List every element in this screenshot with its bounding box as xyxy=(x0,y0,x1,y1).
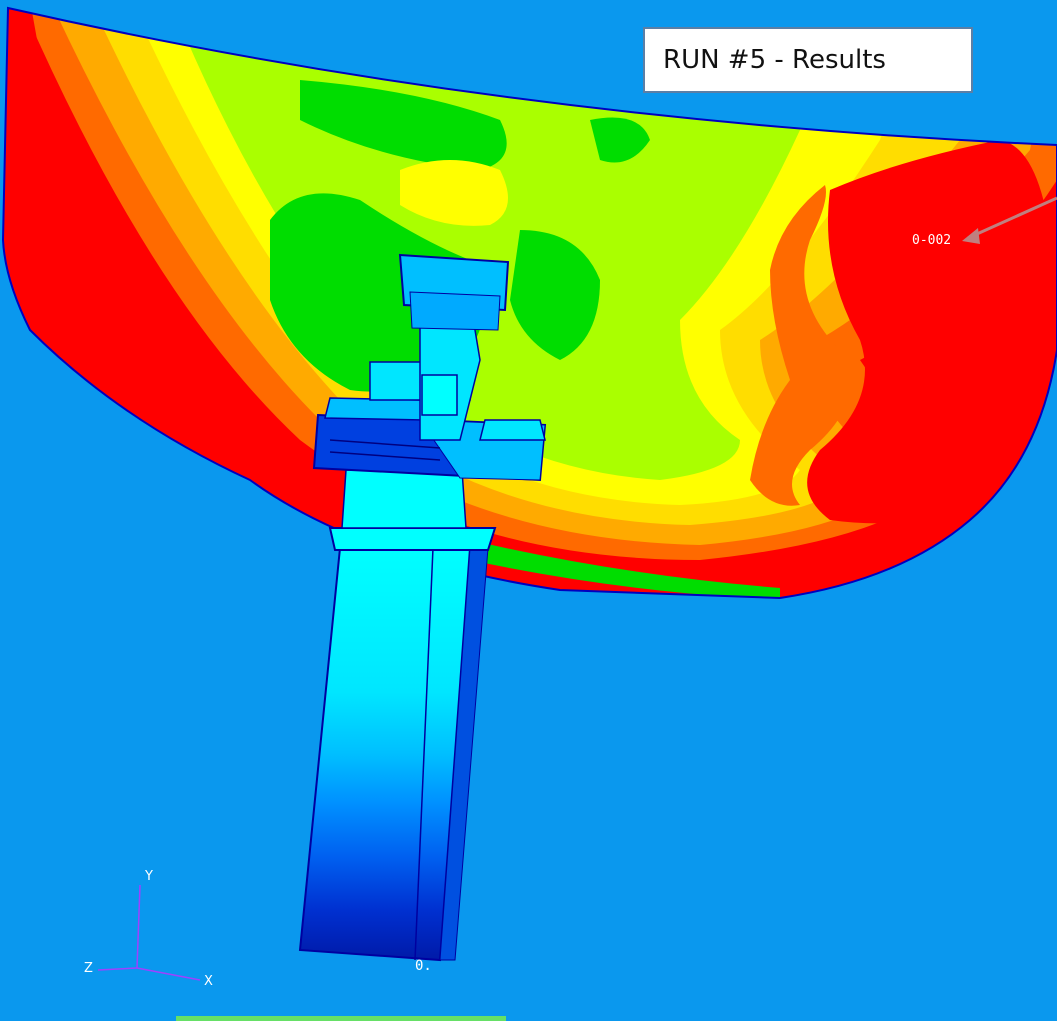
node-label: 0-002 xyxy=(912,233,951,248)
bracket-assembly xyxy=(312,253,547,482)
triad-x-label: X xyxy=(204,974,213,989)
coordinate-triad: Y X Z xyxy=(84,869,213,989)
legend-bar-fragment xyxy=(176,1016,506,1021)
support-stem xyxy=(298,469,497,962)
triad-y-label: Y xyxy=(144,869,153,884)
dish-outline xyxy=(1,6,1057,600)
node-label-arrow xyxy=(967,196,1057,240)
triad-z-label: Z xyxy=(84,961,93,976)
origin-label: 0. xyxy=(415,958,432,974)
results-title: RUN #5 - Results xyxy=(663,45,886,75)
node-arrow-head xyxy=(962,228,980,244)
results-title-box: RUN #5 - Results xyxy=(643,27,973,93)
dish-contour xyxy=(3,8,1057,598)
